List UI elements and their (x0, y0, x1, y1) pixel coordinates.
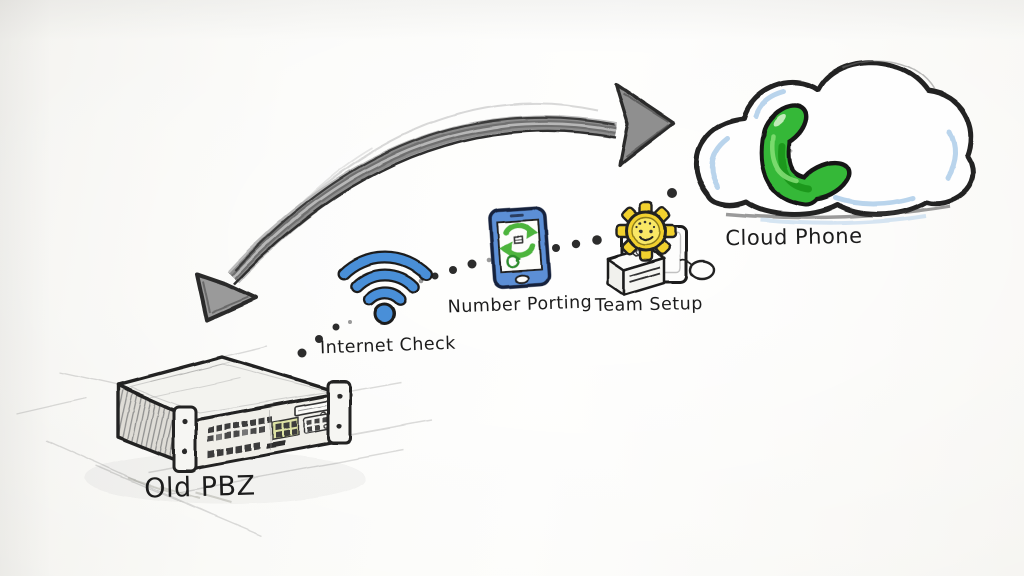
cloud-handset-icon (693, 59, 976, 226)
migration-curved-arrow (195, 82, 676, 322)
gear-smiley-devices-icon (606, 200, 716, 297)
wifi-icon (337, 250, 433, 325)
team-setup-label: Team Setup (594, 294, 703, 316)
gear-shape (615, 200, 677, 262)
arrowhead-right (614, 82, 676, 167)
phone-handset-icon (759, 103, 852, 207)
cloud-phone-label: Cloud Phone (725, 224, 863, 250)
rack-ears (172, 379, 352, 473)
arrowhead-left (195, 272, 258, 322)
internet-check-label: Internet Check (320, 334, 457, 359)
mouse-shape (688, 259, 716, 281)
fax-shape (606, 245, 666, 297)
number-porting-label: Number Porting (447, 292, 592, 317)
smartphone-transfer-icon (488, 205, 551, 289)
old-pbx-label: Old PBZ (144, 471, 256, 505)
pbx-server-illustration (15, 345, 433, 537)
dotted-connector-path (297, 188, 677, 358)
